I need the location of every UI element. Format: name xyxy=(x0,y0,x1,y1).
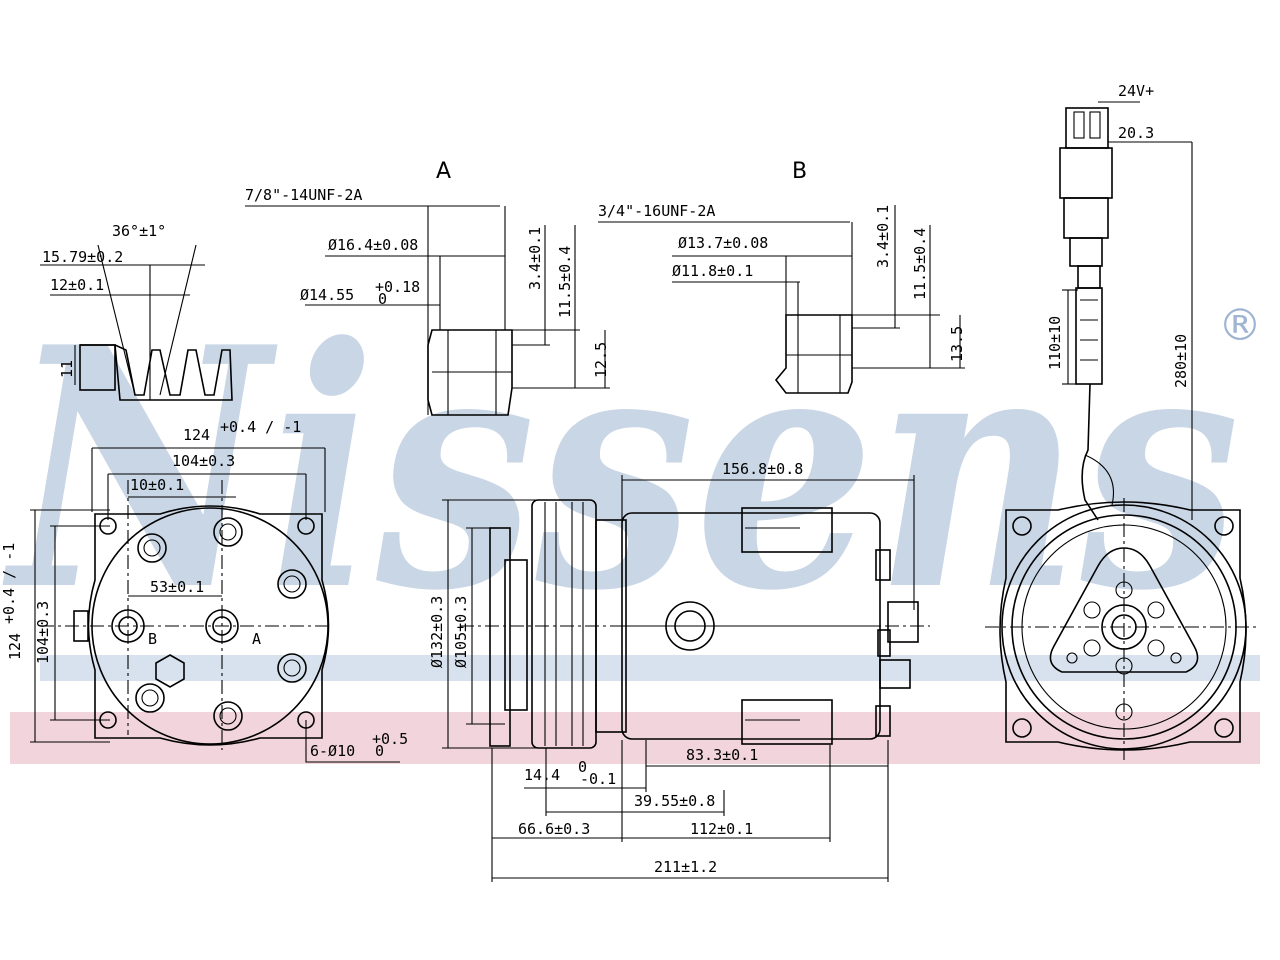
fitting-a-d2-tol-lower: 0 xyxy=(378,290,387,308)
rear-holes-label: 6-Ø10 xyxy=(310,742,355,760)
rear-offset-label: 10±0.1 xyxy=(130,476,184,494)
rear-port-a-label: A xyxy=(252,630,261,648)
cable-loop xyxy=(1084,454,1114,506)
watermark: Nissens ® xyxy=(1,275,1262,764)
rear-width-total-tol: +0.4 / -1 xyxy=(220,418,301,436)
rear-fitting-top xyxy=(875,549,891,581)
fitting-a-d2-label: Ø14.55 xyxy=(300,286,354,304)
connector-width-label: 20.3 xyxy=(1118,124,1154,142)
angle-line-left xyxy=(97,244,136,396)
rear-ports xyxy=(73,609,239,643)
rear-holes-tol-lower: 0 xyxy=(375,742,384,760)
watermark-red-band xyxy=(10,712,1260,764)
rear-port-b-label: B xyxy=(148,630,157,648)
fitting-a-h2-label: 11.5±0.4 xyxy=(556,246,574,318)
clutch-hub xyxy=(504,559,528,711)
rear-holes-leader xyxy=(305,720,400,763)
rear-fitting-low xyxy=(879,659,911,689)
side-length-body-label: 156.8±0.8 xyxy=(722,460,803,478)
compressor-rib-bottom xyxy=(741,699,833,745)
fitting-b-h1-label: 3.4±0.1 xyxy=(874,205,892,268)
front-plate xyxy=(999,501,1247,751)
groove-detail: 36°±1° 15.79±0.2 12±0.1 11 xyxy=(40,222,233,401)
fitting-a-detail: A 7/8"-14UNF-2A Ø16.4±0.08 Ø14.55 +0.18 … xyxy=(245,159,610,416)
fitting-b-d2-label: Ø11.8±0.1 xyxy=(672,262,753,280)
groove-d-inner-label: 12±0.1 xyxy=(50,276,104,294)
groove-profile xyxy=(80,344,233,401)
rear-bolt-heads xyxy=(135,517,307,731)
groove-height-label: 11 xyxy=(58,360,76,378)
fitting-b-d1-label: Ø13.7±0.08 xyxy=(678,234,768,252)
side-view: Ø132±0.3 Ø105±0.3 156.8±0.8 83.3±0.1 14.… xyxy=(428,460,930,882)
electrical-connector xyxy=(1059,107,1113,385)
rear-port-spacing-label: 53±0.1 xyxy=(150,578,204,596)
side-d-inner-label: Ø105±0.3 xyxy=(452,596,470,668)
rear-width-holes-label: 104±0.3 xyxy=(172,452,235,470)
rear-height-total-label: 124 xyxy=(6,633,24,660)
rear-height-holes-label: 104±0.3 xyxy=(34,601,52,664)
rear-view: 124 +0.4 / -1 104±0.3 10±0.1 53±0.1 124 … xyxy=(0,418,408,763)
front-corner-holes xyxy=(1012,516,1234,738)
front-view: 24V+ 20.3 110±10 280±10 xyxy=(985,82,1260,760)
fitting-b-h2-label: 11.5±0.4 xyxy=(911,228,929,300)
side-d-outer-label: Ø132±0.3 xyxy=(428,596,446,668)
side-length-total-label: 211±1.2 xyxy=(654,858,717,876)
rear-fitting-bottom xyxy=(875,705,891,737)
cable xyxy=(1081,383,1099,521)
section-label-b: B xyxy=(792,159,807,184)
fitting-b-body xyxy=(774,314,853,394)
side-d112-label: 112±0.1 xyxy=(690,820,753,838)
rear-width-total-label: 124 xyxy=(183,426,210,444)
fitting-a-d2-tol-upper: +0.18 xyxy=(375,278,420,296)
side-d14-tol-lower: -0.1 xyxy=(580,770,616,788)
angle-line-right xyxy=(159,244,197,396)
side-d66-label: 66.6±0.3 xyxy=(518,820,590,838)
rear-holes-tol-upper: +0.5 xyxy=(372,730,408,748)
fitting-a-h1-label: 3.4±0.1 xyxy=(526,227,544,290)
fitting-a-thread-label: 7/8"-14UNF-2A xyxy=(245,186,362,204)
groove-ring xyxy=(79,344,116,391)
registered-mark: ® xyxy=(1218,300,1262,351)
fitting-b-h3-label: 13.5 xyxy=(948,326,966,362)
side-d14-tol-upper: 0 xyxy=(578,758,587,776)
fitting-a-d1-label: Ø16.4±0.08 xyxy=(328,236,418,254)
rear-fitting-valve xyxy=(887,601,919,643)
groove-angle-label: 36°±1° xyxy=(112,222,166,240)
fitting-a-h3-label: 12.5 xyxy=(592,342,610,378)
side-d14-label: 14.4 xyxy=(524,766,560,784)
voltage-label: 24V+ xyxy=(1118,82,1154,100)
rear-plate xyxy=(87,505,330,746)
compressor-rib-top xyxy=(741,507,833,553)
cable-short-label: 110±10 xyxy=(1046,316,1064,370)
section-label-a: A xyxy=(436,159,451,184)
fitting-b-thread-label: 3/4"-16UNF-2A xyxy=(598,202,715,220)
side-d83-label: 83.3±0.1 xyxy=(686,746,758,764)
cable-long-label: 280±10 xyxy=(1172,334,1190,388)
watermark-brand-text: Nissens xyxy=(1,275,1240,663)
clutch-triangle xyxy=(1049,547,1199,673)
rear-fitting-mid xyxy=(877,629,891,657)
groove-d-outer-label: 15.79±0.2 xyxy=(42,248,123,266)
side-d39-label: 39.55±0.8 xyxy=(634,792,715,810)
rear-height-total-tol: +0.4 / -1 xyxy=(0,543,18,624)
fitting-b-detail: B 3/4"-16UNF-2A Ø13.7±0.08 Ø11.8±0.1 3.4… xyxy=(598,159,966,394)
